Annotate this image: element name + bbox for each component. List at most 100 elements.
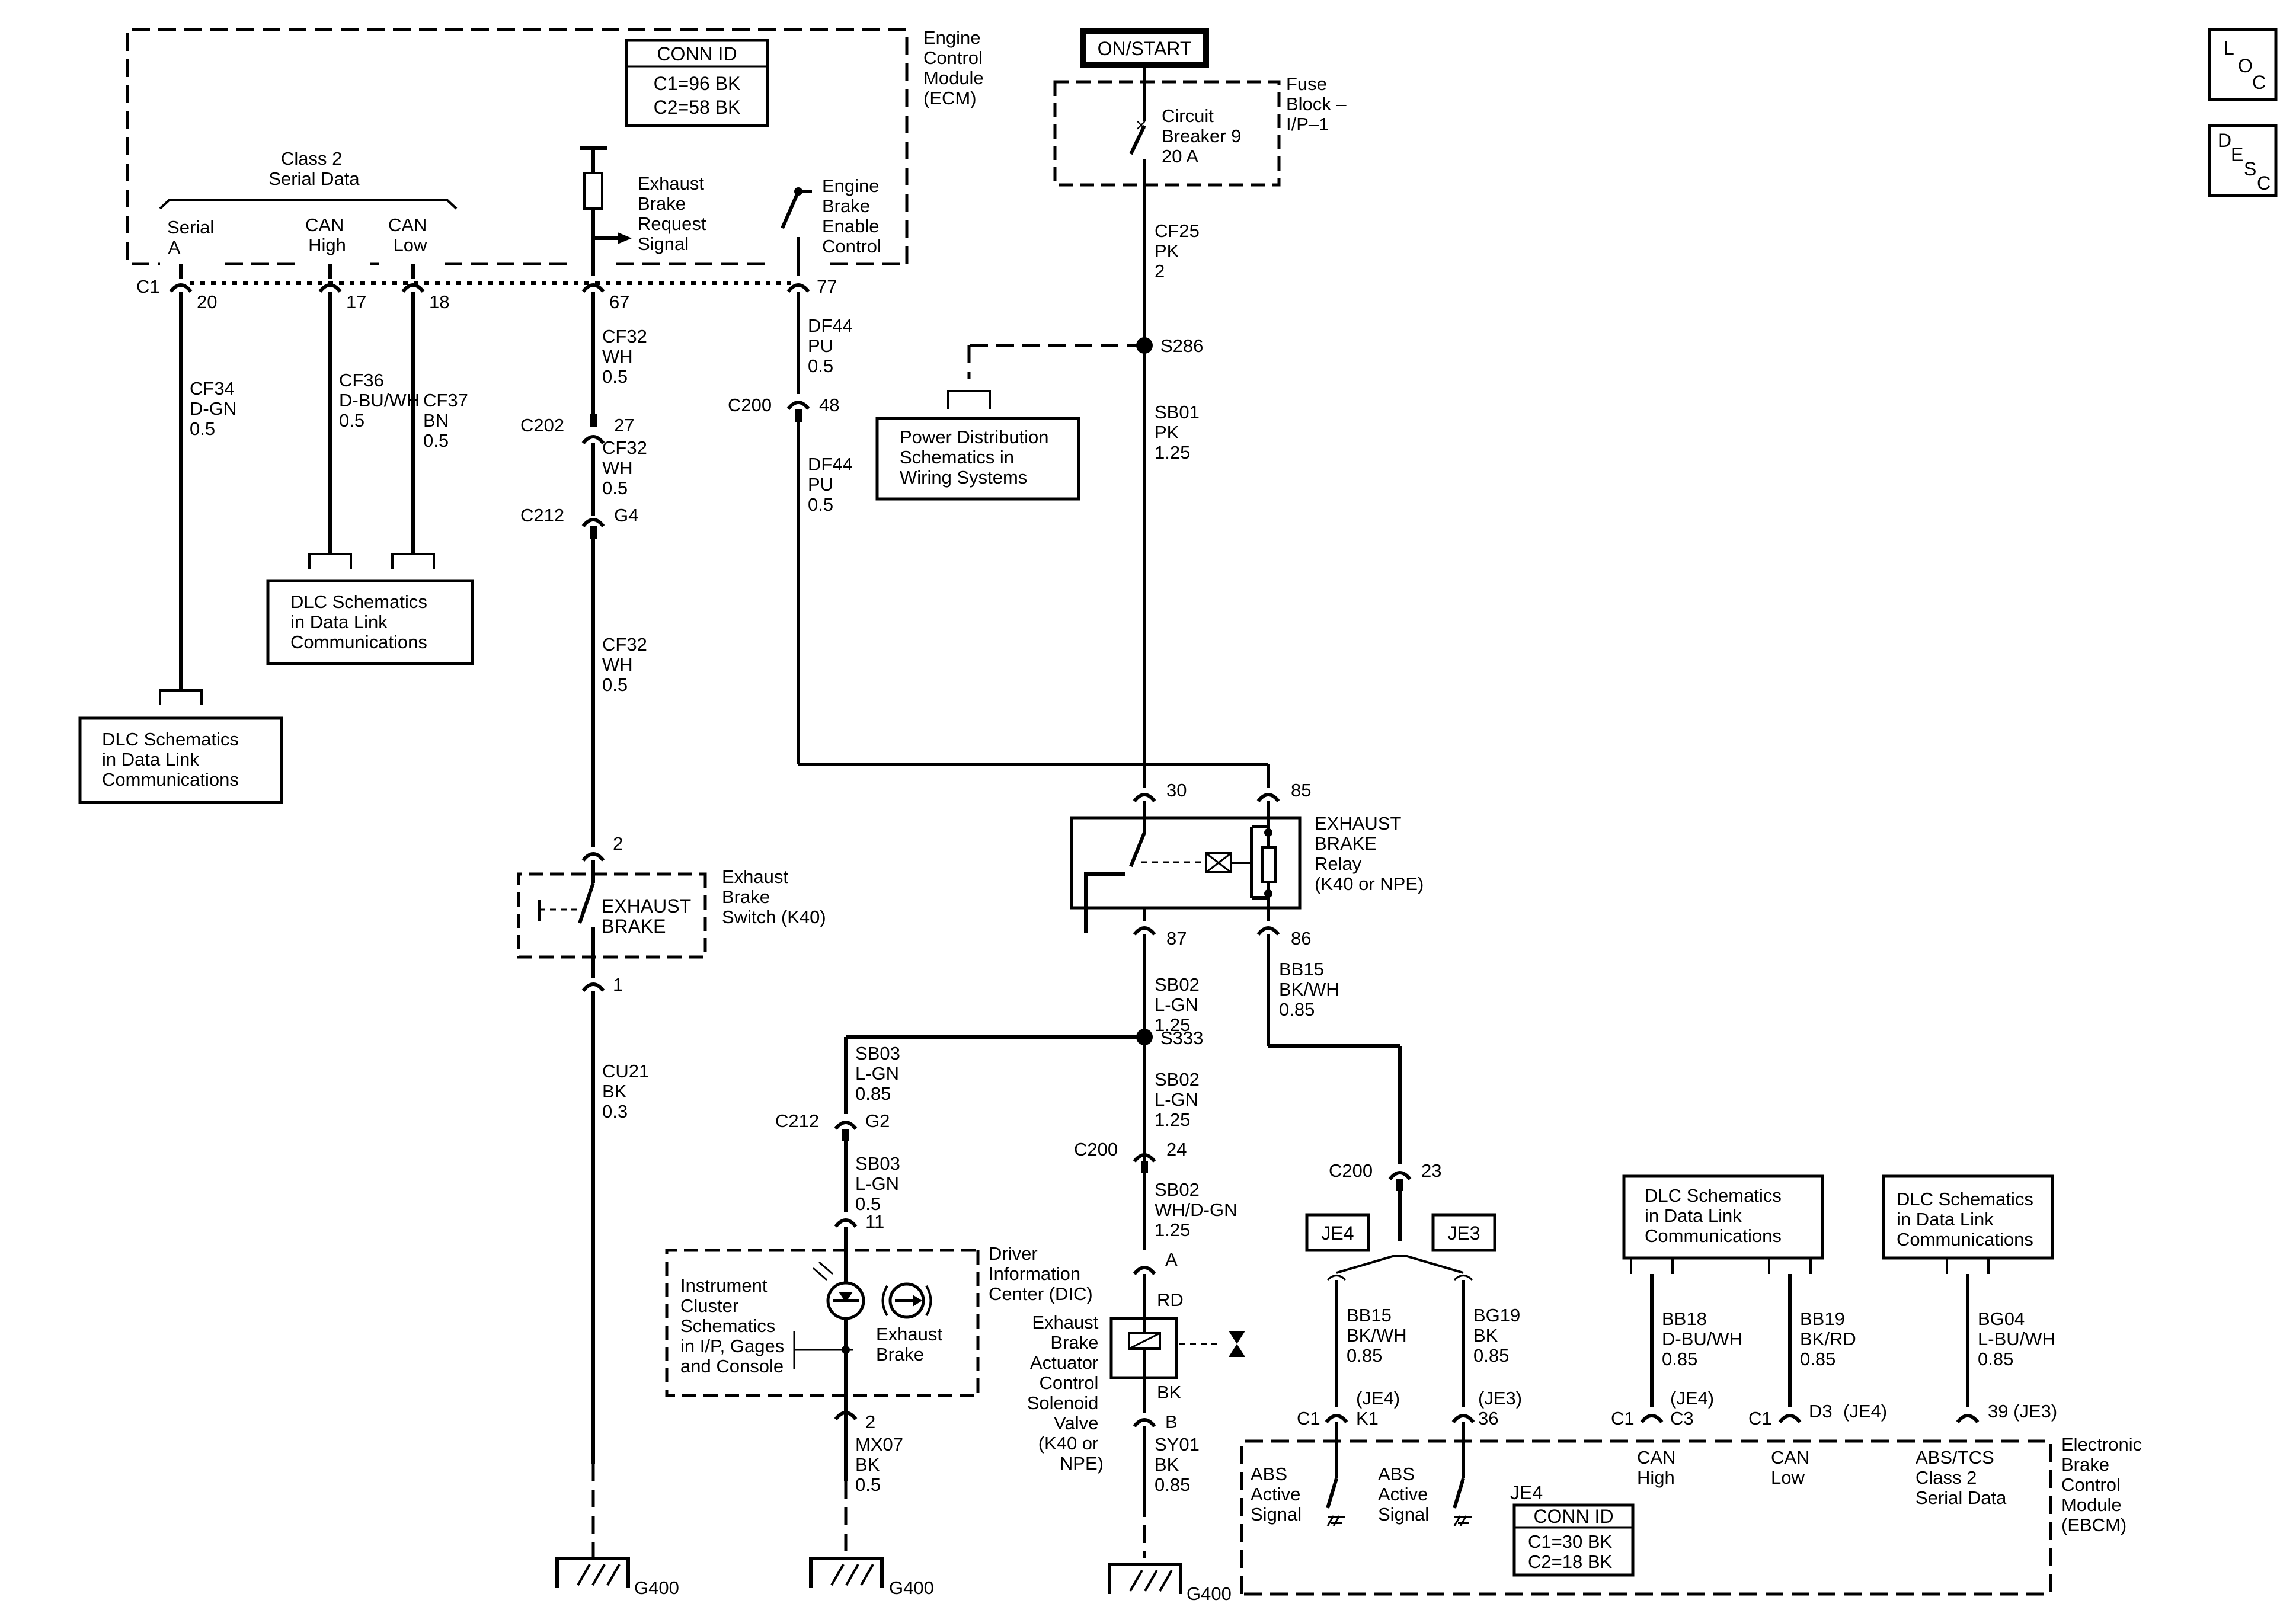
ground-g400-3: G400 [1108,1563,1232,1604]
ebcm-d3-sub: (JE4) [1843,1401,1887,1422]
relay-pin-86: 86 [1291,928,1311,949]
ground-g400-2-label: G400 [889,1577,934,1598]
wire-sb03-a-label: SB03 L-GN 0.85 [855,1043,905,1104]
svg-text:DLC Schematics in Data L: DLC Schematics in Data Link Communicatio… [290,591,432,652]
wire-sb02-a-label: SB02 L-GN 1.25 [1155,974,1204,1035]
wire-bg19-label: BG19 BK 0.85 [1473,1305,1526,1366]
desc-char-2: E [2231,144,2243,165]
ecm-conn-id-c2: C2=58 BK [654,97,741,118]
c200-24-label: C200 [1074,1139,1118,1160]
conn-c212-g2 [834,1121,858,1130]
exhaust-brake-solenoid: A RD BK B Exhaust Brake Actuator Control… [1027,1249,1245,1474]
power-distribution-reference[interactable]: Power Distribution Schematics in Wiring … [875,417,1080,501]
wire-sb02-b-label: SB02 L-GN 1.25 [1155,1069,1204,1130]
ebcm-c3-sub: (JE4) [1670,1388,1714,1409]
pin-18-label: 18 [429,292,449,312]
ecm-can-high-label: CAN High [305,215,349,255]
wire-cf32-a-label: CF32 WH 0.5 [602,326,652,387]
ebcm-abs2-label: ABS Active Signal [1378,1464,1433,1525]
ecm-serial-label: Serial A [167,217,219,258]
ecm-conn-id-table: CONN ID C1=96 BK C2=58 BK [625,39,769,127]
ecm-name: Engine Control Module (ECM) [923,27,989,108]
conn-ecm-pin-20 [169,283,193,293]
ground-g400-2: G400 [809,1557,934,1598]
class2-label: Class 2 Serial Data [268,148,360,189]
je4-tag: JE4 [1305,1213,1370,1252]
exhaust-brake-relay: 30 85 87 86 EXHAUST BRAKE Relay (K40 or … [1070,764,1424,949]
ebcm-abs1-label: ABS Active Signal [1251,1464,1306,1525]
conn-ebcm-c3 [1640,1414,1664,1423]
conn-c200-48 [786,401,810,410]
solenoid-rd: RD [1157,1289,1184,1310]
s286-label: S286 [1160,335,1203,356]
solenoid-pin-a: A [1165,1249,1178,1270]
conn-ecm-pin-17 [318,283,342,293]
switch-outline [517,872,707,959]
solenoid-name: Exhaust Brake Actuator Control Solenoid … [1027,1312,1104,1474]
desc-char-4: C [2257,172,2271,194]
wire-sb02-c-label: SB02 WH/D-GN 1.25 [1155,1179,1242,1240]
desc-badge[interactable]: D E S C [2208,124,2278,197]
relay-pin-30: 30 [1166,780,1187,801]
switch-pin-2: 2 [613,833,623,854]
dlc-left-reference[interactable]: DLC Schematics in Data Link Communicatio… [78,716,283,804]
ebcm-conn-id-title: CONN ID [1533,1506,1613,1527]
c200-48-pin: 48 [819,395,839,415]
pin-20-label: 20 [197,292,217,312]
dic-name: Driver Information Center (DIC) [989,1243,1093,1304]
wire-cf32-b-label: CF32 WH 0.5 [602,437,652,498]
wire-sy01-label: SY01 BK 0.85 [1155,1434,1204,1495]
instrument-cluster-reference[interactable]: Instrument Cluster Schematics in I/P, Ga… [680,1275,789,1377]
wire-bb15-b-label: BB15 BK/WH 0.85 [1347,1305,1412,1366]
solenoid-bk: BK [1157,1382,1182,1403]
solenoid-pin-b: B [1165,1411,1178,1432]
dic-outline [665,1249,980,1397]
ecm-conn-id-c1: C1=96 BK [654,73,741,94]
wire-bb18-label: BB18 D-BU/WH 0.85 [1662,1308,1748,1369]
svg-text:DLC Schematics in Data L: DLC Schematics in Data Link Communicatio… [1897,1189,2038,1250]
exhaust-brake-lamp-icon [881,1282,932,1319]
relay-body [1070,816,1302,910]
dlc-right1-reference[interactable]: DLC Schematics in Data Link Communicatio… [1622,1174,1824,1260]
wire-bb15-a-label: BB15 BK/WH 0.85 [1279,959,1344,1020]
c202-label: C202 [520,415,564,436]
c200-24-pin: 24 [1166,1139,1187,1160]
ebcm-d3-conn: C1 [1748,1408,1772,1429]
c212-g2-pin: G2 [865,1110,890,1131]
svg-text:JE3: JE3 [1447,1222,1480,1244]
dlc-right2-reference[interactable]: DLC Schematics in Data Link Communicatio… [1882,1174,2054,1260]
ebcm-k1-pin: K1 [1356,1408,1379,1429]
ecm-can-low-label: CAN Low [388,215,432,255]
ebcm-36-pin: 36 [1478,1408,1498,1429]
wire-cu21-label: CU21 BK 0.3 [602,1061,654,1122]
engine-brake-enable-label: Engine Brake Enable Control [822,175,884,257]
c212-g4-label: C212 [520,505,564,526]
dlc-mid-reference[interactable]: DLC Schematics in Data Link Communicatio… [266,579,474,665]
c202-male [590,414,597,427]
loc-badge[interactable]: L O C [2208,28,2278,101]
c200-48-label: C200 [728,395,772,415]
wire-mx07-label: MX07 BK 0.5 [855,1434,909,1495]
svg-text:DLC Schematics in Data L: DLC Schematics in Data Link Communicatio… [102,729,244,790]
ebcm-39-pin: 39 (JE3) [1988,1401,2057,1422]
ebcm-c3-conn: C1 [1611,1408,1635,1429]
dic-pin-2: 2 [865,1411,875,1432]
dlc-left-ref-bracket [159,689,203,705]
wire-bb19-label: BB19 BK/RD 0.85 [1800,1308,1861,1369]
switch-inner-label: EXHAUST BRAKE [602,895,696,937]
wire-cf32-c-label: CF32 WH 0.5 [602,634,652,695]
ebcm-outline [1240,1439,2052,1596]
conn-ebcm-k1 [1325,1414,1348,1423]
svg-text:Power Distribution Schem: Power Distribution Schematics in Wiring … [900,427,1054,488]
exhaust-brake-request-label: Exhaust Brake Request Signal [638,173,711,254]
ecm-module: Engine Control Module (ECM) CONN ID C1=9… [126,27,989,276]
wire-cf36-label: CF36 D-BU/WH 0.5 [339,370,425,431]
ecm-outline [126,28,909,265]
ebcm-c3-pin: C3 [1670,1408,1694,1429]
dlc-mid-bracket-b [391,553,435,569]
dlc-mid-bracket-a [308,553,352,569]
ignition-on-start: ON/START [1080,28,1209,68]
loc-char-1: L [2224,37,2234,59]
ground-g400-1: G400 [555,1557,679,1598]
